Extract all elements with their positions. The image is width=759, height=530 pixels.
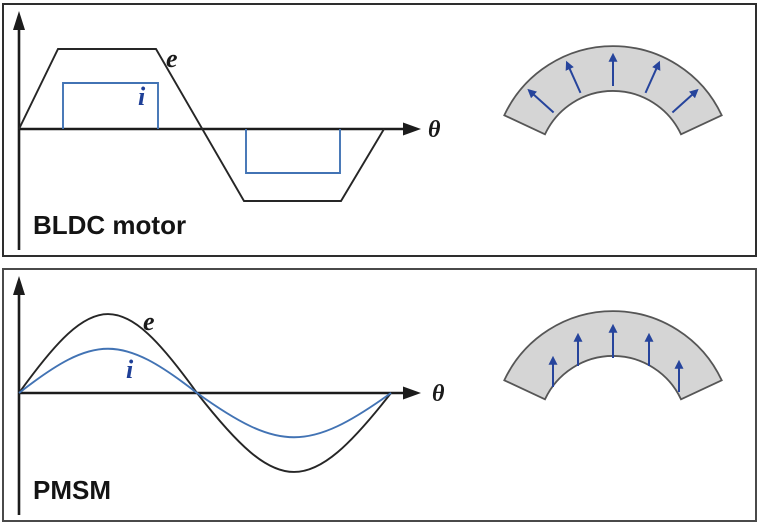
bldc-panel: θ e i BLDC motor — [2, 3, 757, 257]
theta-axis-label: θ — [428, 117, 441, 143]
pmsm-waveform-diagram: θ e i PMSM — [13, 276, 723, 515]
magnet-arrow-icon — [644, 60, 661, 94]
pmsm-panel: θ e i PMSM — [2, 268, 757, 522]
magnet-arrow-icon — [671, 88, 699, 114]
vertical-axis-arrowhead-icon — [13, 11, 25, 30]
current-label: i — [126, 355, 134, 384]
panel-title: BLDC motor — [33, 210, 186, 240]
bldc-waveform-diagram: θ e i BLDC motor — [13, 11, 723, 250]
horizontal-axis-arrowhead-icon — [403, 122, 421, 136]
panel-title: PMSM — [33, 475, 111, 505]
horizontal-axis-arrowhead-icon — [403, 386, 421, 400]
radial-magnetization-arrows — [527, 52, 699, 114]
bldc-current-negative-pulse — [245, 129, 341, 174]
magnet-arrow-icon — [565, 60, 582, 94]
parallel-magnetization-arrows — [548, 323, 684, 392]
back-emf-label: e — [166, 44, 178, 73]
back-emf-label: e — [143, 307, 155, 336]
pmsm-current-sine — [18, 347, 392, 439]
bldc-back-emf-trapezoid — [18, 48, 385, 202]
magnet-arrow-icon — [527, 88, 555, 114]
theta-axis-label: θ — [432, 381, 445, 407]
radial-magnet-arc — [503, 45, 723, 136]
vertical-axis-arrowhead-icon — [13, 276, 25, 295]
current-label: i — [138, 82, 146, 111]
bldc-current-positive-pulse — [62, 82, 159, 129]
